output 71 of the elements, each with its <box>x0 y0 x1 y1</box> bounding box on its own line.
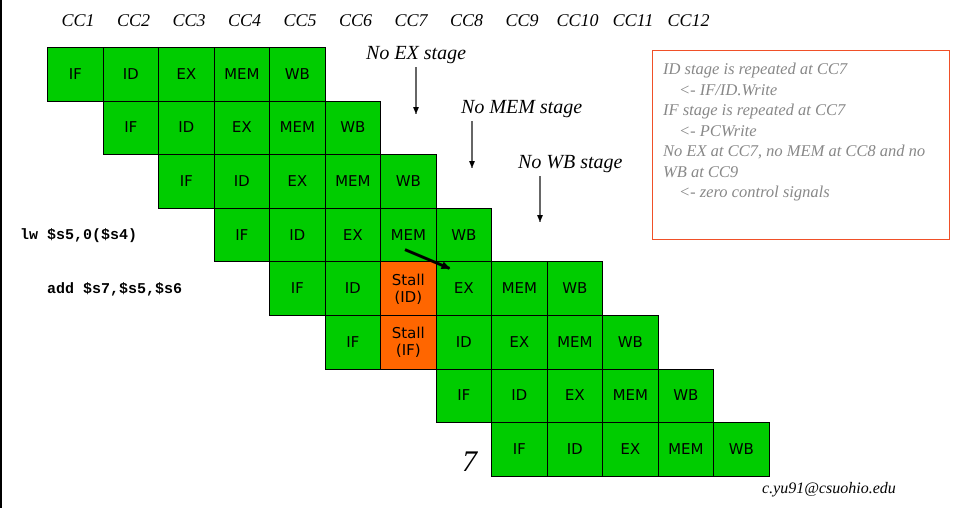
note-text: ID stage is repeated at CC7 <box>663 59 849 80</box>
stall-stage-box: Stall (ID) <box>380 261 436 316</box>
pipeline-stage-box: WB <box>602 315 658 370</box>
pipeline-stage-box: IF <box>491 422 548 477</box>
pipeline-stage-box: ID <box>324 261 381 316</box>
pipeline-stage-box: WB <box>658 368 714 424</box>
pipeline-stage-box: IF <box>269 261 326 316</box>
pipeline-stage-box: MEM <box>269 100 326 156</box>
pipeline-stage-box: ID <box>269 208 326 262</box>
note-text: No EX at CC7, no MEM at CC8 and no WB at CC9 <box>663 141 926 182</box>
pipeline-stage-box: EX <box>324 208 381 262</box>
pipeline-stage-box: EX <box>158 47 214 102</box>
email-address: c.yu91@csuohio.edu <box>762 480 896 498</box>
pipeline-stage-box: WB <box>546 261 603 316</box>
pipeline-stage-box: MEM <box>324 154 381 209</box>
note-text: IF stage is repeated at CC7 <box>663 100 847 120</box>
pipeline-stage-box: WB <box>269 47 326 102</box>
note-box <box>652 50 950 240</box>
pipeline-stage-box: EX <box>546 368 603 424</box>
note-text: <- IF/ID.Write <box>678 80 778 100</box>
clock-cycle-label: CC7 <box>393 10 429 31</box>
page-number: 7 <box>462 445 477 479</box>
annotation-text: No MEM stage <box>461 96 582 119</box>
pipeline-stage-box: MEM <box>546 315 603 370</box>
arrow <box>469 121 475 168</box>
clock-cycle-label: CC3 <box>171 10 206 31</box>
pipeline-stage-box: ID <box>158 100 214 156</box>
pipeline-stage-box: ID <box>546 422 603 477</box>
clock-cycle-label: CC1 <box>60 10 96 31</box>
pipeline-stage-box: EX <box>602 422 658 477</box>
pipeline-stage-box: IF <box>324 315 381 370</box>
pipeline-stage-box: MEM <box>214 47 270 102</box>
clock-cycle-label: CC2 <box>116 10 151 31</box>
pipeline-stage-box: EX <box>214 100 270 156</box>
arrow <box>413 67 419 114</box>
clock-cycle-label: CC5 <box>282 10 318 31</box>
clock-cycle-label: CC9 <box>504 10 540 31</box>
pipeline-stage-box: WB <box>436 208 492 262</box>
pipeline-stage-box: IF <box>214 208 270 262</box>
stall-stage-box: Stall (IF) <box>380 315 436 370</box>
pipeline-stage-box: MEM <box>602 368 658 424</box>
annotation-text: No WB stage <box>518 151 622 174</box>
pipeline-stage-box: IF <box>102 100 159 156</box>
pipeline-stage-box: WB <box>380 154 436 209</box>
note-text: <- PCWrite <box>678 120 758 141</box>
pipeline-stage-box: EX <box>269 154 326 209</box>
note-text: <- zero control signals <box>678 182 831 202</box>
clock-cycle-label: CC8 <box>448 10 484 31</box>
instruction-text: lw $s5,0($s4) <box>20 227 138 244</box>
pipeline-stage-box: ID <box>436 315 492 370</box>
clock-cycle-label: CC10 <box>555 10 600 31</box>
pipeline-stage-box: IF <box>158 154 214 209</box>
clock-cycle-label: CC12 <box>666 10 710 31</box>
pipeline-stage-box: IF <box>47 47 104 102</box>
pipeline-stage-box: ID <box>102 47 159 102</box>
pipeline-stage-box: WB <box>713 422 770 477</box>
pipeline-stage-box: MEM <box>658 422 714 477</box>
pipeline-stage-box: EX <box>436 261 492 316</box>
pipeline-stage-box: MEM <box>491 261 548 316</box>
instruction-text: add $s7,$s5,$s6 <box>47 281 182 298</box>
clock-cycle-label: CC6 <box>338 10 373 31</box>
pipeline-stage-box: ID <box>214 154 270 209</box>
pipeline-stage-box: ID <box>491 368 548 424</box>
pipeline-stage-box: WB <box>324 100 381 156</box>
clock-cycle-label: CC11 <box>612 10 654 31</box>
pipeline-stage-box: EX <box>491 315 548 370</box>
arrow <box>537 176 543 222</box>
annotation-text: No EX stage <box>366 42 466 65</box>
pipeline-stage-box: MEM <box>380 208 436 262</box>
clock-cycle-label: CC4 <box>226 10 262 31</box>
pipeline-stage-box: IF <box>436 368 492 424</box>
